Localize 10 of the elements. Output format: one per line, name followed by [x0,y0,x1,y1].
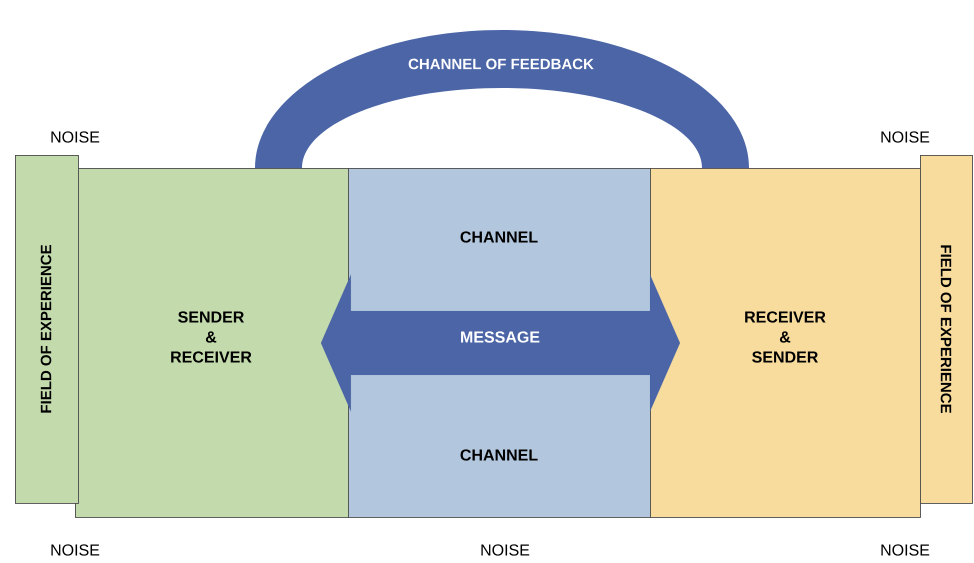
double-arrow [320,274,680,412]
label-text: NOISE [51,131,100,143]
feedback-arch: CHANNEL OF FEEDBACK [255,30,749,168]
field-box: FIELD OF EXPERIENCE [920,155,973,504]
label-text: NOISE [51,544,100,556]
edge-label: MESSAGE [461,331,540,343]
label-text: NOISE [481,544,530,556]
label-text: NOISE [881,131,930,143]
field-box: FIELD OF EXPERIENCE [15,155,79,504]
label-text: NOISE [881,544,930,556]
